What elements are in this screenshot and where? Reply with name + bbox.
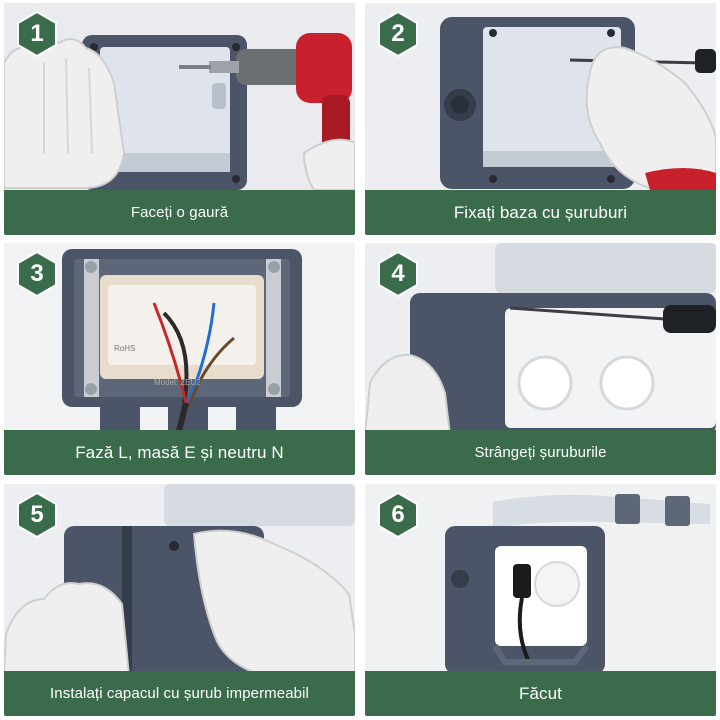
socket-outlet: [534, 561, 580, 607]
step-3-panel: RoHS Model: ZEU2 3 Fază L, masă E și neu…: [4, 243, 355, 475]
step-number: 4: [391, 260, 405, 287]
step-6-panel: 6 Făcut: [365, 484, 716, 716]
step-number: 5: [30, 501, 44, 528]
step-4-caption: Strângeți șuruburile: [365, 430, 716, 475]
step-3-caption: Fază L, masă E și neutru N: [4, 430, 355, 475]
glove-right-icon: [192, 529, 355, 677]
glove-left-icon: [365, 353, 452, 436]
step-number: 2: [391, 20, 405, 47]
step-5-badge: 5: [14, 491, 60, 539]
step-6-caption: Făcut: [365, 671, 716, 716]
glove-right-icon: [585, 46, 716, 191]
step-6-badge: 6: [375, 491, 421, 539]
wire-ground: [162, 311, 189, 404]
step-1-caption: Faceți o gaură: [4, 190, 355, 235]
cover-lid: [493, 494, 710, 528]
wire-phase: [152, 302, 188, 404]
step-2-panel: 2 Fixați baza cu șuruburi: [365, 3, 716, 235]
cover-lid: [164, 484, 355, 526]
cover-lid: [495, 243, 716, 293]
step-2-caption: Fixați baza cu șuruburi: [365, 190, 716, 235]
step-number: 1: [30, 20, 44, 47]
step-2-badge: 2: [375, 10, 421, 58]
socket-outlet: [517, 355, 573, 411]
wire-neutral: [186, 302, 216, 404]
step-3-badge: 3: [14, 250, 60, 298]
step-number: 6: [391, 501, 405, 528]
step-number: 3: [30, 260, 44, 287]
step-5-caption: Instalați capacul cu șurub impermeabil: [4, 671, 355, 716]
step-4-badge: 4: [375, 250, 421, 298]
socket-outlet: [599, 355, 655, 411]
model-label: Model: ZEU2: [154, 378, 201, 387]
step-3-illustration: RoHS Model: ZEU2: [4, 243, 355, 475]
step-1-panel: 1 Faceți o gaură: [4, 3, 355, 235]
plug-icon: [513, 564, 532, 665]
screwdriver-icon: [509, 305, 716, 333]
rohs-mark: RoHS: [114, 344, 135, 353]
step-1-badge: 1: [14, 10, 60, 58]
glove-left-icon: [4, 582, 131, 677]
step-5-panel: 5 Instalați capacul cu șurub impermeabil: [4, 484, 355, 716]
step-4-panel: 4 Strângeți șuruburile: [365, 243, 716, 475]
